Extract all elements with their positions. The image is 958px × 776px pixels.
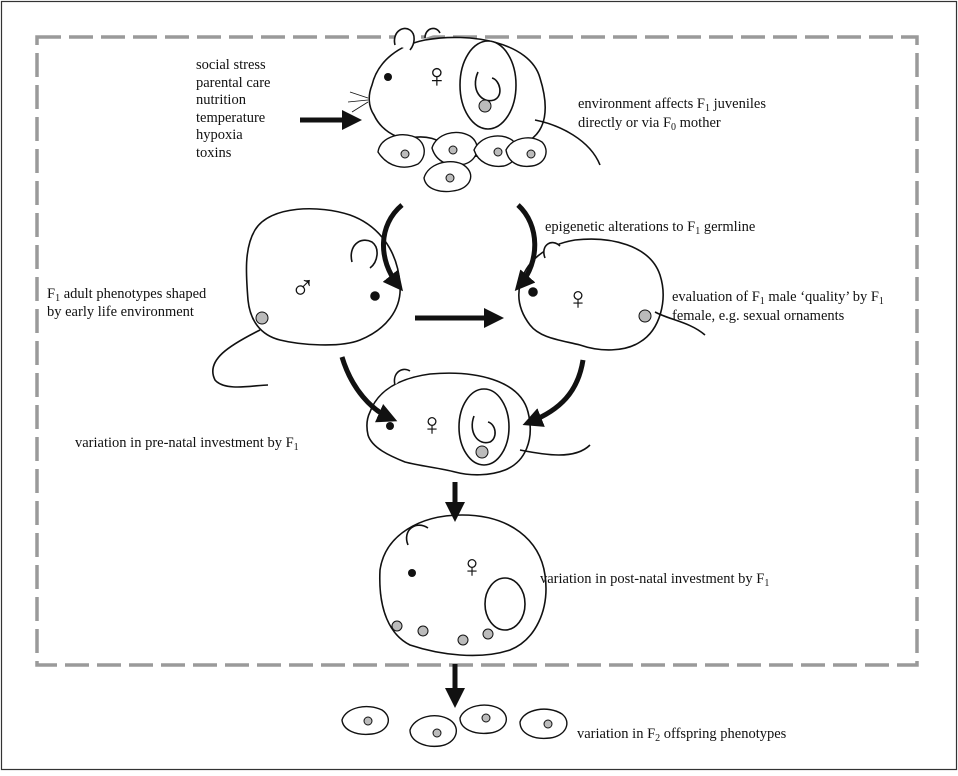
label-sexual-ornaments: female, e.g. sexual ornaments (672, 308, 845, 324)
label-prenatal: variation in pre-natal investment by F1 (75, 435, 299, 453)
environment-factor-list: social stress parental care nutrition te… (196, 57, 270, 162)
label-early-life: by early life environment (47, 304, 194, 320)
dashed-boundary (35, 35, 919, 667)
arrows (300, 110, 586, 708)
arrow-left-curve (381, 203, 404, 292)
arrow-female-down (522, 359, 586, 427)
factor-item: temperature (196, 109, 266, 126)
female-symbol-right: ♀ (566, 280, 590, 316)
arrow-male-down (339, 356, 398, 423)
nursing-mouse (379, 514, 547, 657)
factor-item: nutrition (196, 92, 246, 108)
male-symbol: ♂ (290, 270, 316, 307)
label-evaluation: evaluation of F1 male ‘quality’ by F1 (672, 289, 884, 307)
mother-mouse-top (368, 27, 601, 166)
offspring-mice (341, 704, 568, 748)
label-epigenetic: epigenetic alterations to F1 germline (545, 219, 756, 237)
eye (384, 73, 392, 81)
label-postnatal: variation in post-natal investment by F1 (540, 571, 770, 589)
arrow-right-curve (514, 203, 538, 292)
female-symbol-nursing: ♀ (460, 548, 484, 584)
label-env-affects: environment affects F1 juveniles (578, 96, 766, 114)
female-mouse-right (518, 238, 706, 351)
juvenile-mice (377, 131, 547, 193)
factor-item: hypoxia (196, 127, 243, 143)
male-mouse (212, 207, 401, 388)
label-offspring: variation in F2 offspring phenotypes (577, 726, 787, 744)
label-directly: directly or via F0 mother (578, 115, 721, 133)
label-adult-phenotypes: F1 adult phenotypes shaped (47, 286, 207, 304)
female-symbol-pregnant: ♀ (420, 406, 444, 442)
factor-item: parental care (196, 74, 271, 91)
pregnant-mouse (366, 368, 591, 476)
factor-item: toxins (196, 144, 232, 161)
female-symbol-top: ♀ (424, 58, 450, 95)
factor-item: social stress (196, 57, 266, 73)
